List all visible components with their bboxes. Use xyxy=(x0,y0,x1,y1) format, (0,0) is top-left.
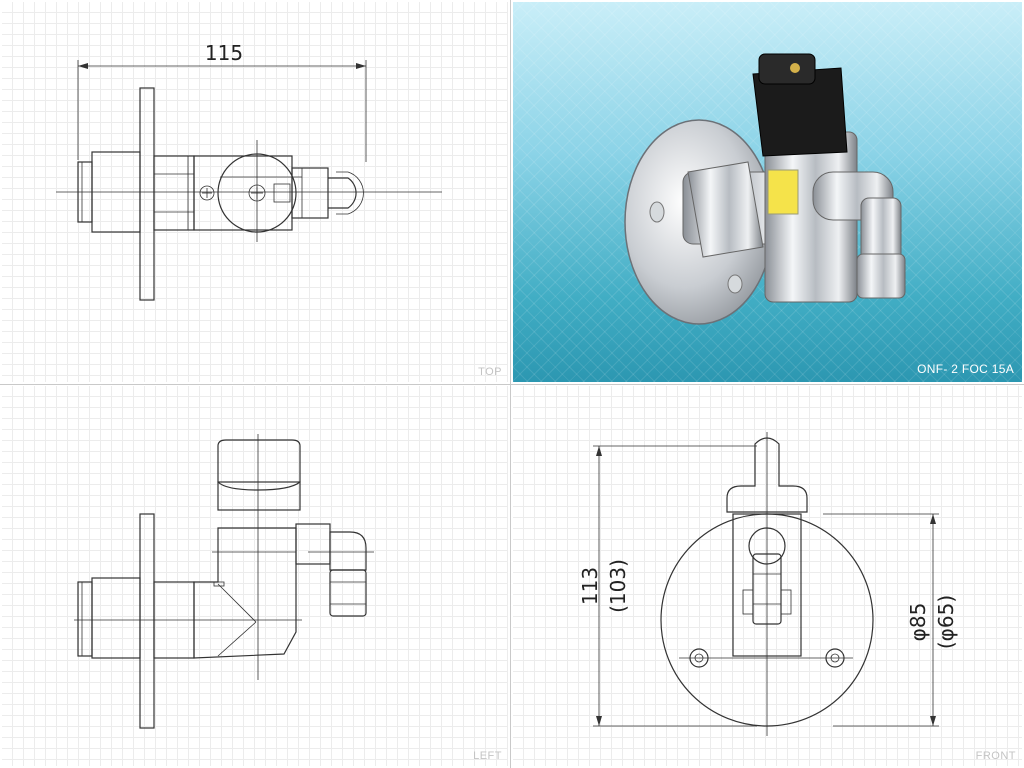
front-view-panel: 113 (103) φ85 (φ65) FRONT xyxy=(513,386,1022,766)
photo-caption: ONF- 2 FOC 15A xyxy=(917,362,1014,376)
product-photo-illustration xyxy=(624,53,906,325)
left-view-panel: LEFT xyxy=(2,386,508,766)
flange-left xyxy=(139,513,155,729)
handle-left xyxy=(217,439,301,491)
product-photo: ONF- 2 FOC 15A xyxy=(513,2,1022,382)
view-label-front: FRONT xyxy=(975,750,1016,762)
dim-103-text: (103) xyxy=(606,559,630,613)
valve-body-front xyxy=(732,513,802,657)
horizontal-divider xyxy=(0,384,1024,385)
dim-65-text: (φ65) xyxy=(934,595,958,649)
top-view-panel: 115 TOP xyxy=(2,2,508,382)
handle-front xyxy=(726,437,808,513)
front-view-drawing: 113 (103) φ85 (φ65) xyxy=(578,432,958,736)
flange-top xyxy=(139,87,155,301)
view-label-top: TOP xyxy=(478,366,502,378)
left-view-drawing xyxy=(74,434,374,729)
dim-115-text: 115 xyxy=(205,41,243,65)
top-view-drawing: 115 xyxy=(56,41,442,301)
view-label-left: LEFT xyxy=(473,750,502,762)
dim-85-text: φ85 xyxy=(906,603,930,642)
handle-circle xyxy=(217,153,297,233)
valve-body-left xyxy=(193,527,297,659)
dim-113-text: 113 xyxy=(578,567,602,605)
